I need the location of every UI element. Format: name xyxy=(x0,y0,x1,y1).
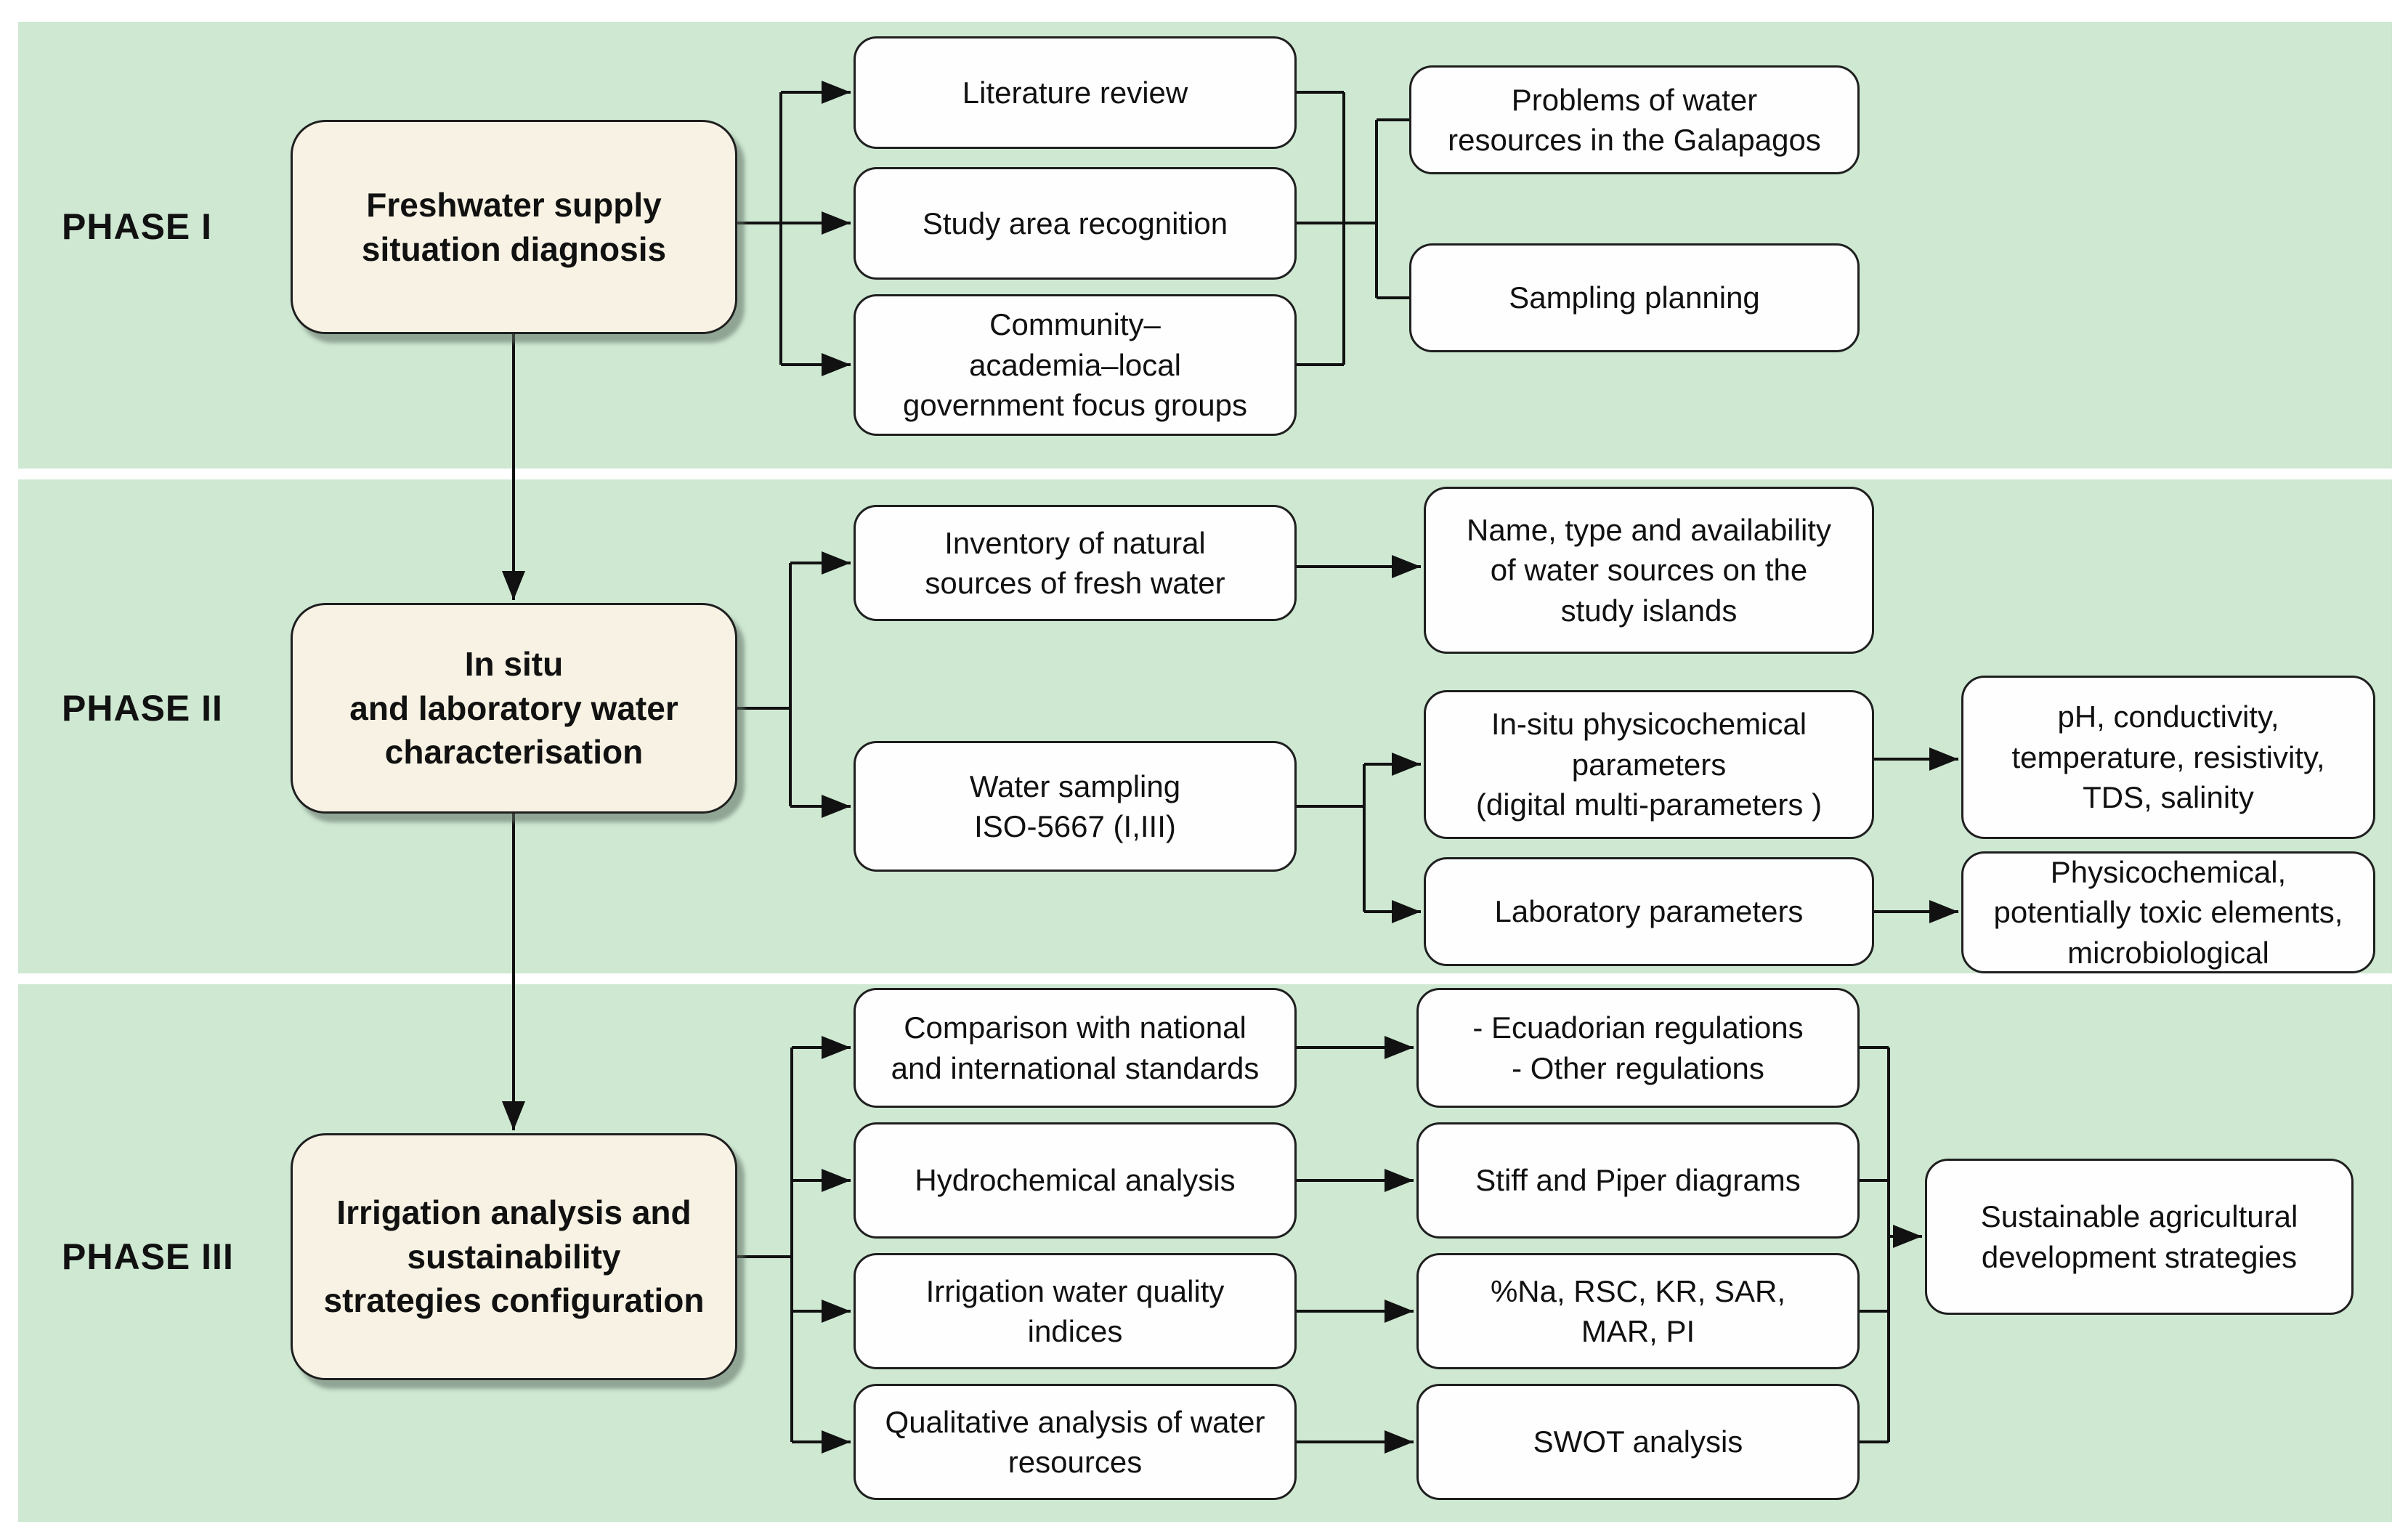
irrigation-quality-indices-box: Irrigation water quality indices xyxy=(854,1253,1297,1369)
community-focus-groups-box: Community– academia–local government foc… xyxy=(854,294,1297,436)
stiff-piper-diagrams-box: Stiff and Piper diagrams xyxy=(1416,1122,1860,1239)
regulations-box: - Ecuadorian regulations - Other regulat… xyxy=(1416,988,1860,1108)
phase1-main-box: Freshwater supply situation diagnosis xyxy=(291,120,737,334)
water-sampling-box: Water sampling ISO-5667 (I,III) xyxy=(854,741,1297,872)
hydrochemical-analysis-box: Hydrochemical analysis xyxy=(854,1122,1297,1239)
phase2-main-box: In situ and laboratory water characteris… xyxy=(291,603,737,814)
name-type-availability-box: Name, type and availability of water sou… xyxy=(1424,487,1874,654)
insitu-parameters-box: In-situ physicochemical parameters (digi… xyxy=(1424,690,1874,839)
inventory-sources-box: Inventory of natural sources of fresh wa… xyxy=(854,505,1297,621)
phase2-label: PHASE II xyxy=(62,688,223,729)
phase1-label: PHASE I xyxy=(62,206,213,247)
swot-analysis-box: SWOT analysis xyxy=(1416,1384,1860,1500)
quality-indices-values-box: %Na, RSC, KR, SAR, MAR, PI xyxy=(1416,1253,1860,1369)
study-area-recognition-box: Study area recognition xyxy=(854,167,1297,280)
phase3-label: PHASE III xyxy=(62,1236,234,1277)
literature-review-box: Literature review xyxy=(854,36,1297,149)
qualitative-analysis-box: Qualitative analysis of water resources xyxy=(854,1384,1297,1500)
water-problems-box: Problems of water resources in the Galap… xyxy=(1409,65,1860,174)
physicochemical-elements-box: Physicochemical, potentially toxic eleme… xyxy=(1961,851,2375,973)
phase3-main-box: Irrigation analysis and sustainability s… xyxy=(291,1133,737,1380)
laboratory-parameters-box: Laboratory parameters xyxy=(1424,857,1874,966)
ph-conductivity-box: pH, conductivity, temperature, resistivi… xyxy=(1961,676,2375,839)
sustainable-strategies-box: Sustainable agricultural development str… xyxy=(1925,1159,2354,1315)
standards-comparison-box: Comparison with national and internation… xyxy=(854,988,1297,1108)
sampling-planning-box: Sampling planning xyxy=(1409,243,1860,352)
